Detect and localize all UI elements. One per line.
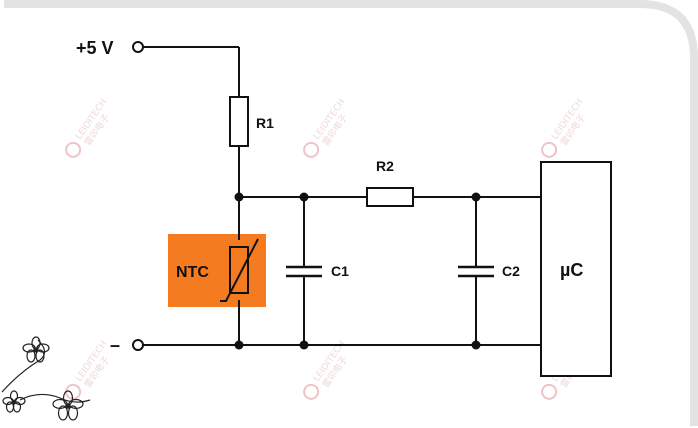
watermark: LEIDITECH 雷卯电子: [65, 97, 112, 158]
ground-terminal: [132, 339, 144, 351]
watermark: LEIDITECH 雷卯电子: [303, 97, 350, 158]
flower-doodle-icon: [1, 336, 91, 421]
ntc-highlight-box: [168, 234, 266, 307]
r1-label: R1: [256, 115, 274, 131]
watermark: LEIDITECH 雷卯电子: [303, 339, 350, 400]
watermark: LEIDITECH 雷卯电子: [541, 97, 588, 158]
c1-label: C1: [331, 263, 349, 279]
watermark-group: LEIDITECH 雷卯电子 LEIDITECH 雷卯电子 LEIDITECH …: [65, 97, 588, 400]
capacitor-c2: [458, 265, 494, 278]
supply-terminal: [132, 41, 144, 53]
supply-label: +5 V: [76, 38, 114, 58]
resistor-r2: [366, 187, 414, 207]
r2-label: R2: [376, 158, 394, 174]
capacitor-c1: [286, 265, 322, 278]
ground-label: –: [110, 335, 120, 355]
junction-dots: [234, 192, 481, 350]
ntc-label: NTC: [176, 264, 209, 281]
c2-label: C2: [502, 263, 520, 279]
microcontroller-block: [540, 161, 612, 377]
mcu-label: µC: [560, 260, 583, 280]
frame-border: [4, 0, 698, 426]
resistor-r1: [229, 96, 249, 147]
ntc-thermistor: [220, 238, 259, 302]
